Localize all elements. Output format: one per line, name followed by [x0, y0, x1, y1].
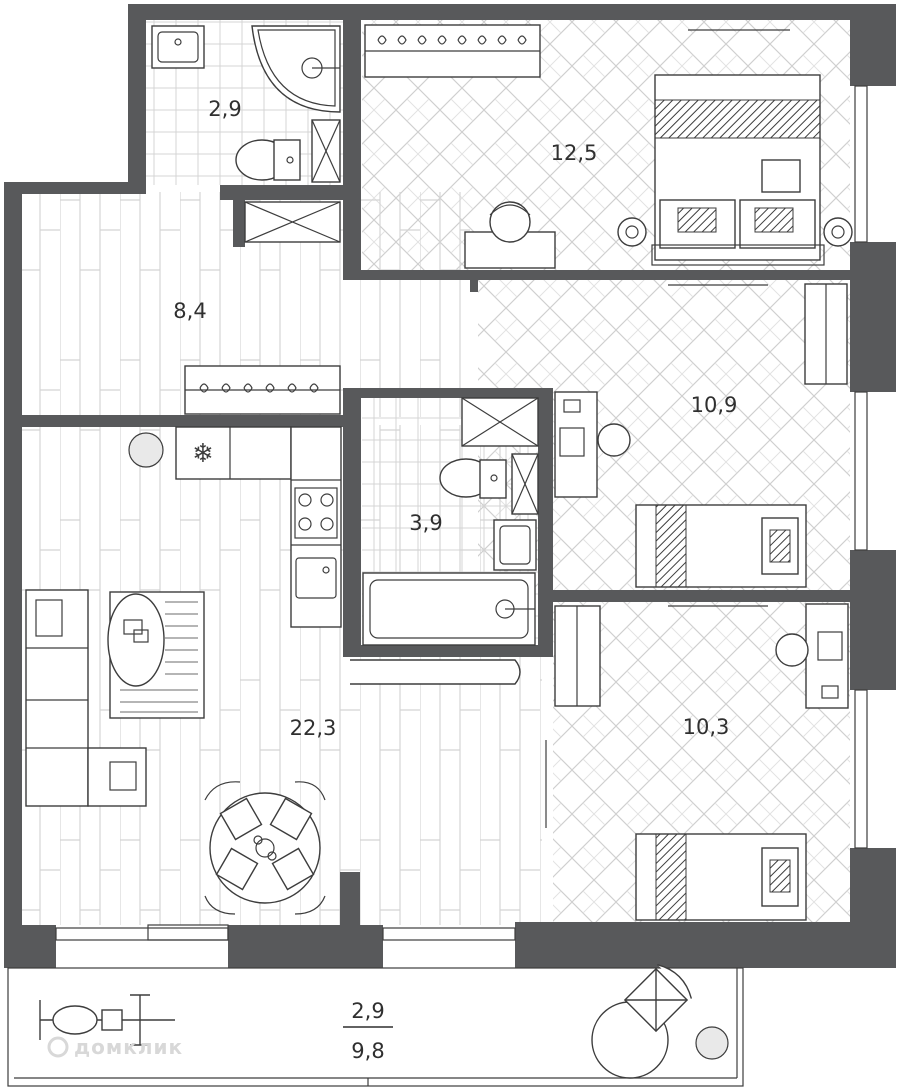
bedroom-middle-area: 10,9 — [691, 393, 738, 417]
wall — [128, 4, 146, 194]
wall — [20, 415, 350, 427]
living-kitchen-furniture: ❄ — [25, 426, 521, 915]
windows — [55, 85, 868, 941]
balcony-area-top: 2,9 — [351, 999, 384, 1023]
sink — [151, 25, 205, 69]
window — [854, 391, 868, 551]
desk — [775, 603, 849, 709]
hangers — [377, 35, 527, 45]
kitchen-sink — [295, 557, 337, 599]
wall — [4, 182, 144, 194]
wall — [343, 270, 850, 280]
snowflake-icon: ❄ — [192, 439, 214, 469]
double-bed — [651, 74, 825, 266]
dining-table — [204, 781, 326, 915]
balcony-outline — [7, 967, 744, 1087]
bedroom-master-furniture: 12,5 — [364, 24, 853, 269]
living-kitchen-area: 22,3 — [290, 716, 337, 740]
rug — [107, 591, 205, 719]
bathroom-top-fixtures — [151, 25, 341, 243]
nightstand-lamp — [617, 217, 647, 247]
wall — [233, 185, 245, 247]
wall — [515, 922, 896, 968]
bedroom-master-area: 12,5 — [551, 141, 598, 165]
window — [382, 927, 516, 941]
bathtub — [362, 572, 536, 646]
wall — [850, 550, 896, 690]
window — [55, 927, 229, 941]
toilet — [235, 139, 301, 181]
vanity-table — [464, 201, 556, 269]
wall — [340, 872, 360, 925]
balcony-door — [147, 924, 229, 941]
domclick-logo-icon — [47, 1036, 69, 1058]
wall — [228, 925, 383, 968]
wall — [128, 4, 850, 20]
window — [854, 85, 868, 243]
counter-ledge — [350, 659, 521, 685]
wall — [343, 645, 553, 657]
cooktop — [294, 487, 338, 539]
bathroom-middle-fixtures: 3,9 2,9 — [208, 97, 539, 646]
shower-cabin — [251, 25, 341, 113]
wall — [470, 280, 478, 292]
balcony: 2,9 9,8 домклик — [7, 963, 744, 1087]
wall — [538, 388, 553, 650]
potted-plant-icon — [128, 432, 164, 468]
wall — [850, 4, 896, 86]
balcony-area-bottom: 9,8 — [351, 1039, 384, 1063]
potted-plant-icon — [695, 1026, 729, 1060]
wall — [4, 925, 56, 968]
wall — [343, 388, 361, 653]
wall — [4, 182, 22, 968]
bedroom-lower-area: 10,3 — [683, 715, 730, 739]
walls — [4, 4, 896, 968]
window — [854, 689, 868, 849]
nightstand-lamp — [823, 217, 853, 247]
bathroom-middle-area: 3,9 — [409, 511, 442, 535]
bedroom-middle-furniture: 10,9 — [554, 283, 848, 588]
hallway-furniture: 8,4 — [173, 299, 341, 415]
hallway-area: 8,4 — [173, 299, 206, 323]
watermark: домклик — [47, 1035, 183, 1059]
wall — [220, 185, 360, 200]
wall — [850, 242, 896, 392]
toilet — [439, 458, 507, 499]
single-bed — [635, 833, 807, 921]
sofa — [25, 589, 147, 807]
single-bed — [635, 504, 807, 588]
bathroom-top-area: 2,9 — [208, 97, 241, 121]
sink — [493, 519, 537, 571]
watermark-text: домклик — [74, 1035, 183, 1059]
wall — [343, 18, 361, 280]
wall — [553, 590, 850, 602]
desk — [554, 391, 631, 498]
exercise-bike — [39, 994, 175, 1046]
bedroom-lower-furniture: 10,3 — [545, 603, 849, 921]
wall — [343, 388, 553, 398]
